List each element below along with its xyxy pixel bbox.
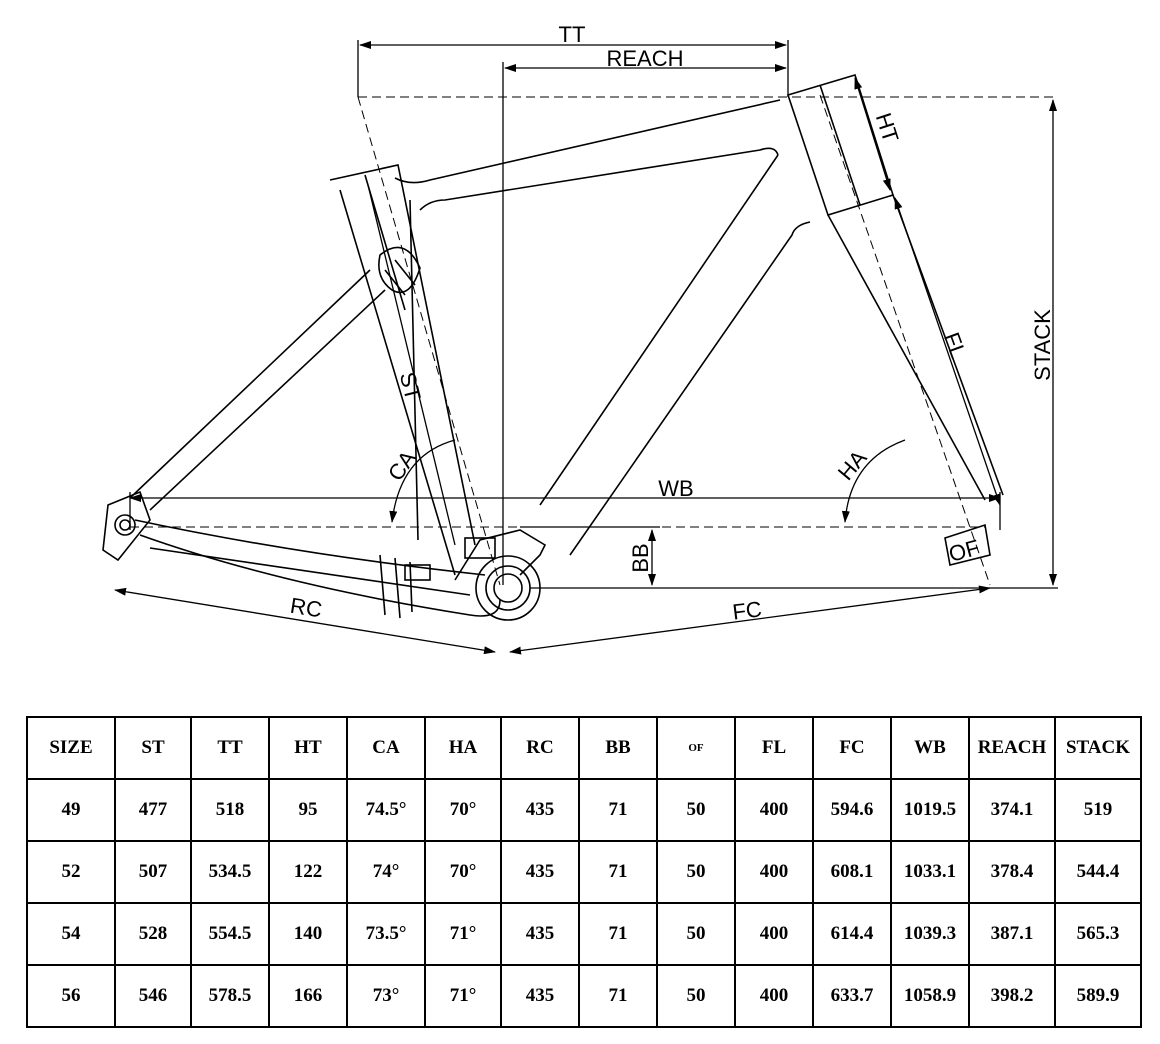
cell-reach: 387.1 [968, 902, 1056, 966]
cell-wb: 1033.1 [890, 840, 970, 904]
cell-reach: 398.2 [968, 964, 1056, 1028]
cell-ca: 73° [346, 964, 426, 1028]
label-ha: HA [833, 445, 872, 485]
cell-fc: 608.1 [812, 840, 892, 904]
label-reach: REACH [606, 46, 683, 71]
cell-wb: 1039.3 [890, 902, 970, 966]
header-fc: FC [812, 716, 892, 780]
cell-ca: 74.5° [346, 778, 426, 842]
cell-reach: 378.4 [968, 840, 1056, 904]
header-tt: TT [190, 716, 270, 780]
bike-frame-drawing [102, 74, 1004, 621]
cell-ha: 71° [424, 964, 502, 1028]
frame-geometry-diagram: TT REACH HT STACK FL ST CA HA WB BB OF R… [102, 22, 1058, 655]
header-stack: STACK [1054, 716, 1142, 780]
cell-tt: 534.5 [190, 840, 270, 904]
cell-stack: 544.4 [1054, 840, 1142, 904]
cell-size: 52 [26, 840, 116, 904]
header-ht: HT [268, 716, 348, 780]
cell-stack: 519 [1054, 778, 1142, 842]
header-bb: BB [578, 716, 658, 780]
cell-stack: 589.9 [1054, 964, 1142, 1028]
header-st: ST [114, 716, 192, 780]
cell-st: 507 [114, 840, 192, 904]
cell-bb: 71 [578, 964, 658, 1028]
cell-of: 50 [656, 902, 736, 966]
cell-size: 54 [26, 902, 116, 966]
cell-rc: 435 [500, 964, 580, 1028]
cell-fc: 594.6 [812, 778, 892, 842]
cell-fl: 400 [734, 964, 814, 1028]
label-tt: TT [559, 22, 586, 47]
label-bb: BB [628, 543, 653, 572]
cell-bb: 71 [578, 902, 658, 966]
cell-stack: 565.3 [1054, 902, 1142, 966]
table-header-row: SIZE ST TT HT CA HA RC BB OF FL FC WB RE… [26, 716, 1142, 780]
cell-of: 50 [656, 778, 736, 842]
label-wb: WB [658, 476, 693, 501]
cell-fl: 400 [734, 902, 814, 966]
cell-tt: 578.5 [190, 964, 270, 1028]
cell-reach: 374.1 [968, 778, 1056, 842]
cell-fl: 400 [734, 840, 814, 904]
cell-ht: 122 [268, 840, 348, 904]
header-ha: HA [424, 716, 502, 780]
cell-of: 50 [656, 964, 736, 1028]
cell-fl: 400 [734, 778, 814, 842]
cell-ha: 71° [424, 902, 502, 966]
cell-size: 49 [26, 778, 116, 842]
header-size: SIZE [26, 716, 116, 780]
header-of: OF [656, 716, 736, 780]
cell-ha: 70° [424, 778, 502, 842]
construction-lines [130, 94, 1058, 586]
label-st: ST [395, 370, 426, 403]
cell-ca: 74° [346, 840, 426, 904]
cell-st: 546 [114, 964, 192, 1028]
header-reach: REACH [968, 716, 1056, 780]
cell-wb: 1058.9 [890, 964, 970, 1028]
cell-wb: 1019.5 [890, 778, 970, 842]
cell-bb: 71 [578, 778, 658, 842]
cell-ha: 70° [424, 840, 502, 904]
header-fl: FL [734, 716, 814, 780]
header-rc: RC [500, 716, 580, 780]
header-ca: CA [346, 716, 426, 780]
dimension-lines [114, 40, 1058, 655]
cell-ca: 73.5° [346, 902, 426, 966]
geometry-table: SIZE ST TT HT CA HA RC BB OF FL FC WB RE… [26, 716, 1142, 1028]
cell-ht: 140 [268, 902, 348, 966]
cell-bb: 71 [578, 840, 658, 904]
label-of: OF [946, 535, 982, 567]
cell-rc: 435 [500, 902, 580, 966]
cell-st: 477 [114, 778, 192, 842]
cell-ht: 166 [268, 964, 348, 1028]
cell-of: 50 [656, 840, 736, 904]
label-rc: RC [289, 593, 324, 623]
cell-fc: 633.7 [812, 964, 892, 1028]
cell-ht: 95 [268, 778, 348, 842]
cell-rc: 435 [500, 778, 580, 842]
label-fc: FC [731, 596, 763, 624]
cell-fc: 614.4 [812, 902, 892, 966]
header-wb: WB [890, 716, 970, 780]
label-stack: STACK [1030, 309, 1055, 381]
cell-rc: 435 [500, 840, 580, 904]
cell-size: 56 [26, 964, 116, 1028]
cell-tt: 518 [190, 778, 270, 842]
cell-tt: 554.5 [190, 902, 270, 966]
cell-st: 528 [114, 902, 192, 966]
